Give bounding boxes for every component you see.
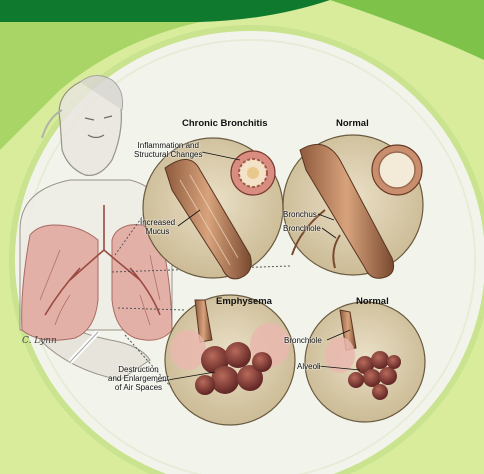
normal-bottom-inset — [305, 302, 425, 422]
title-normal-top: Normal — [336, 118, 369, 129]
label-bronchus: Bronchus — [283, 210, 317, 219]
label-increased-mucus: Increased Mucus — [140, 218, 175, 236]
label-destruction: Destruction and Enlargement of Air Space… — [108, 365, 169, 392]
label-bronchiole-top: Bronchiole — [283, 224, 321, 233]
artist-signature: C. Lynn — [22, 336, 57, 346]
title-emphysema: Emphysema — [216, 296, 272, 307]
label-bronchiole-bottom: Bronchiole — [284, 336, 322, 345]
label-inflammation: Inflammation and Structural Changes — [134, 141, 202, 159]
chronic-bronchitis-inset — [143, 138, 283, 279]
bronchus-cross-section — [231, 151, 275, 195]
label-alveoli: Alveoli — [297, 362, 321, 371]
title-chronic-bronchitis: Chronic Bronchitis — [182, 118, 268, 129]
title-normal-bottom: Normal — [356, 296, 389, 307]
emphysema-inset — [165, 295, 295, 425]
